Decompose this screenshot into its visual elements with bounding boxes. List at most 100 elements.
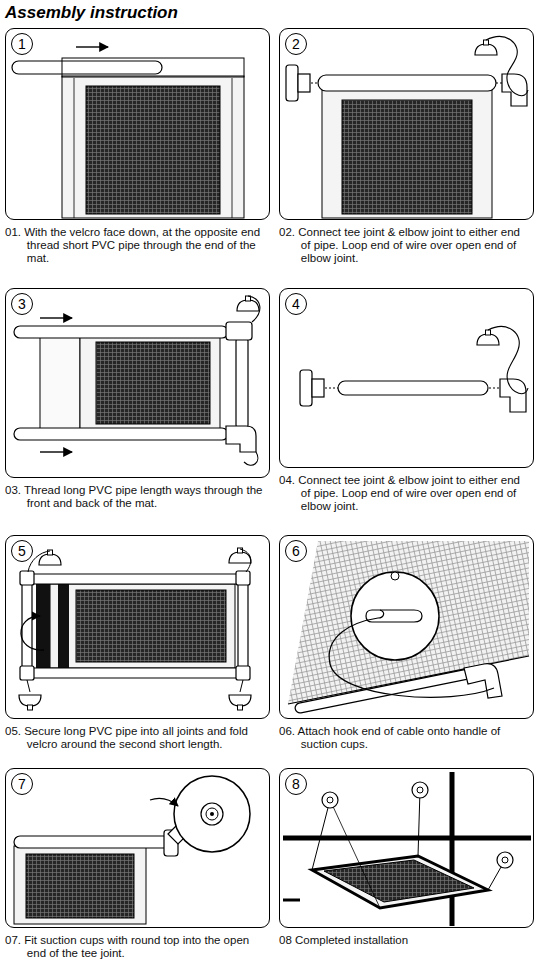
step-number: 1 <box>18 37 26 51</box>
step-number: 2 <box>292 37 300 51</box>
step-3-art <box>14 296 260 465</box>
step-5-art <box>28 574 242 584</box>
step-8-art <box>330 800 380 908</box>
caption-area: 03. Thread long PVC pipe length ways thr… <box>5 288 270 510</box>
step-5-art <box>20 571 34 585</box>
caption-area: 05. Secure long PVC pipe into all joints… <box>5 535 270 751</box>
step-5-art <box>229 695 251 710</box>
step-5-art <box>27 680 30 692</box>
step-8-art <box>497 852 513 868</box>
step-panel: 01. With the velcro face down, at the op… <box>5 28 270 266</box>
step-6-art <box>329 610 494 697</box>
step-8-art <box>283 772 531 926</box>
step-6-art <box>391 572 399 580</box>
step-6-art <box>351 572 439 660</box>
step-number: 6 <box>292 544 300 558</box>
step-5-art <box>58 584 69 668</box>
step-5-art <box>28 668 242 678</box>
step-7-art <box>174 776 250 852</box>
step-2-art <box>311 83 318 84</box>
step-2-art <box>342 100 472 214</box>
step-5-art <box>21 616 44 650</box>
step-8-art <box>312 856 488 908</box>
step-5-art <box>20 666 34 680</box>
caption-area: 06. Attach hook end of cable onto handle… <box>279 535 534 751</box>
step-caption: 07. Fit suction cups with round top into… <box>5 934 270 960</box>
step-4-art <box>338 381 488 395</box>
step-5-art <box>39 550 61 565</box>
step-2-art <box>502 74 527 106</box>
panel-frame <box>5 768 270 928</box>
step-2-art <box>475 40 497 55</box>
step-5-art <box>236 571 250 585</box>
step-number-circle: 2 <box>285 33 307 55</box>
step-number: 4 <box>292 297 300 311</box>
step-7-art <box>14 776 250 924</box>
step-2-art <box>298 74 310 92</box>
step-caption: 04. Connect tee joint & elbow joint to e… <box>279 474 534 514</box>
step-7-art <box>206 808 218 820</box>
step-caption: 01. With the velcro face down, at the op… <box>5 226 270 266</box>
step-8-art <box>283 899 300 902</box>
step-5-art <box>238 578 248 674</box>
step-3-art <box>236 336 248 430</box>
step-2-art <box>318 75 496 91</box>
step-number-circle: 3 <box>11 293 33 315</box>
page-title: Assembly instruction <box>5 3 178 23</box>
step-caption: 03. Thread long PVC pipe length ways thr… <box>5 484 270 510</box>
panel-frame <box>5 288 270 478</box>
step-5-art <box>240 549 251 572</box>
step-caption: 08 Completed installation <box>279 934 534 947</box>
step-5-art <box>236 666 250 680</box>
step-4-art <box>300 370 312 406</box>
step-5-art <box>19 695 41 710</box>
step-2-art <box>486 37 528 96</box>
step-1-art <box>12 47 244 218</box>
step-number-circle: 6 <box>285 540 307 562</box>
step-6-art <box>300 674 468 708</box>
caption-area: 02. Connect tee joint & elbow joint to e… <box>279 28 534 266</box>
step-number-circle: 7 <box>11 773 33 795</box>
step-1-art <box>62 76 244 218</box>
caption-area: 04. Connect tee joint & elbow joint to e… <box>279 288 534 514</box>
step-8-art <box>412 782 428 798</box>
step-5-art <box>229 548 251 563</box>
caption-area: 08 Completed installation <box>279 768 534 947</box>
step-1-art <box>62 58 244 77</box>
step-1-art <box>76 46 108 47</box>
step-3-art <box>96 342 210 424</box>
step-caption: 02. Connect tee joint & elbow joint to e… <box>279 226 534 266</box>
step-3-art <box>40 317 72 318</box>
step-6-art <box>288 541 529 708</box>
step-7-art <box>26 854 134 918</box>
panel-frame <box>5 28 270 220</box>
step-4-art <box>325 388 338 389</box>
step-caption: 05. Secure long PVC pipe into all joints… <box>5 725 270 751</box>
step-2-art <box>496 83 502 84</box>
step-panel: 03. Thread long PVC pipe length ways thr… <box>5 288 270 511</box>
step-3-art <box>248 296 260 322</box>
step-panel: 08 Completed installation8 <box>279 768 534 948</box>
step-6-art <box>300 674 468 708</box>
step-8-art <box>418 790 420 856</box>
step-panel: 04. Connect tee joint & elbow joint to e… <box>279 288 534 514</box>
step-3-art <box>40 451 72 452</box>
step-1-art <box>12 61 162 74</box>
step-number: 7 <box>18 777 26 791</box>
step-5-art <box>19 548 251 710</box>
caption-area: 01. With the velcro face down, at the op… <box>5 28 270 266</box>
step-7-art <box>150 798 178 806</box>
panel-frame <box>279 768 534 928</box>
step-4-art <box>477 330 499 345</box>
caption-area: 07. Fit suction cups with round top into… <box>5 768 270 960</box>
step-panel: 05. Secure long PVC pipe into all joints… <box>5 535 270 752</box>
step-5-art <box>240 680 243 692</box>
step-3-art <box>80 334 220 432</box>
step-panel: 02. Connect tee joint & elbow joint to e… <box>279 28 534 266</box>
step-8-art <box>324 860 474 902</box>
step-3-art <box>226 426 256 452</box>
step-6-art <box>366 610 422 622</box>
step-8-art <box>450 772 455 926</box>
panel-frame <box>279 535 534 719</box>
step-caption: 06. Attach hook end of cable onto handle… <box>279 725 534 751</box>
